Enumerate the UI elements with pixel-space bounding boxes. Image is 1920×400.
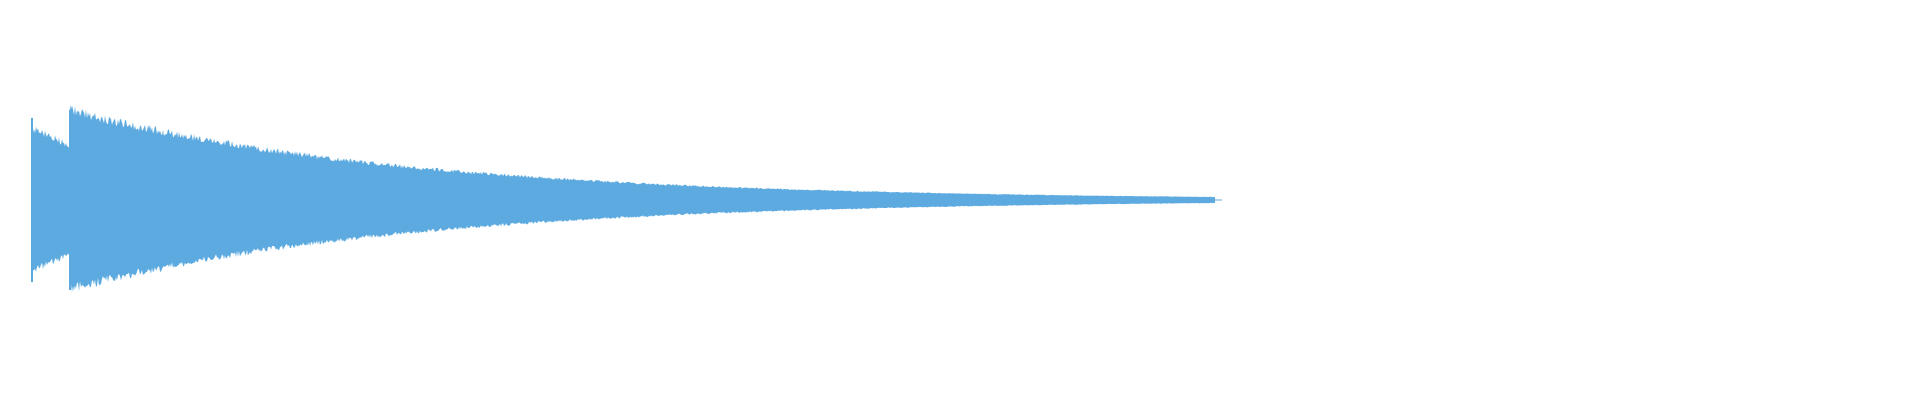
waveform-fill [32, 104, 1215, 292]
waveform-amplitude-envelope [31, 104, 1222, 292]
